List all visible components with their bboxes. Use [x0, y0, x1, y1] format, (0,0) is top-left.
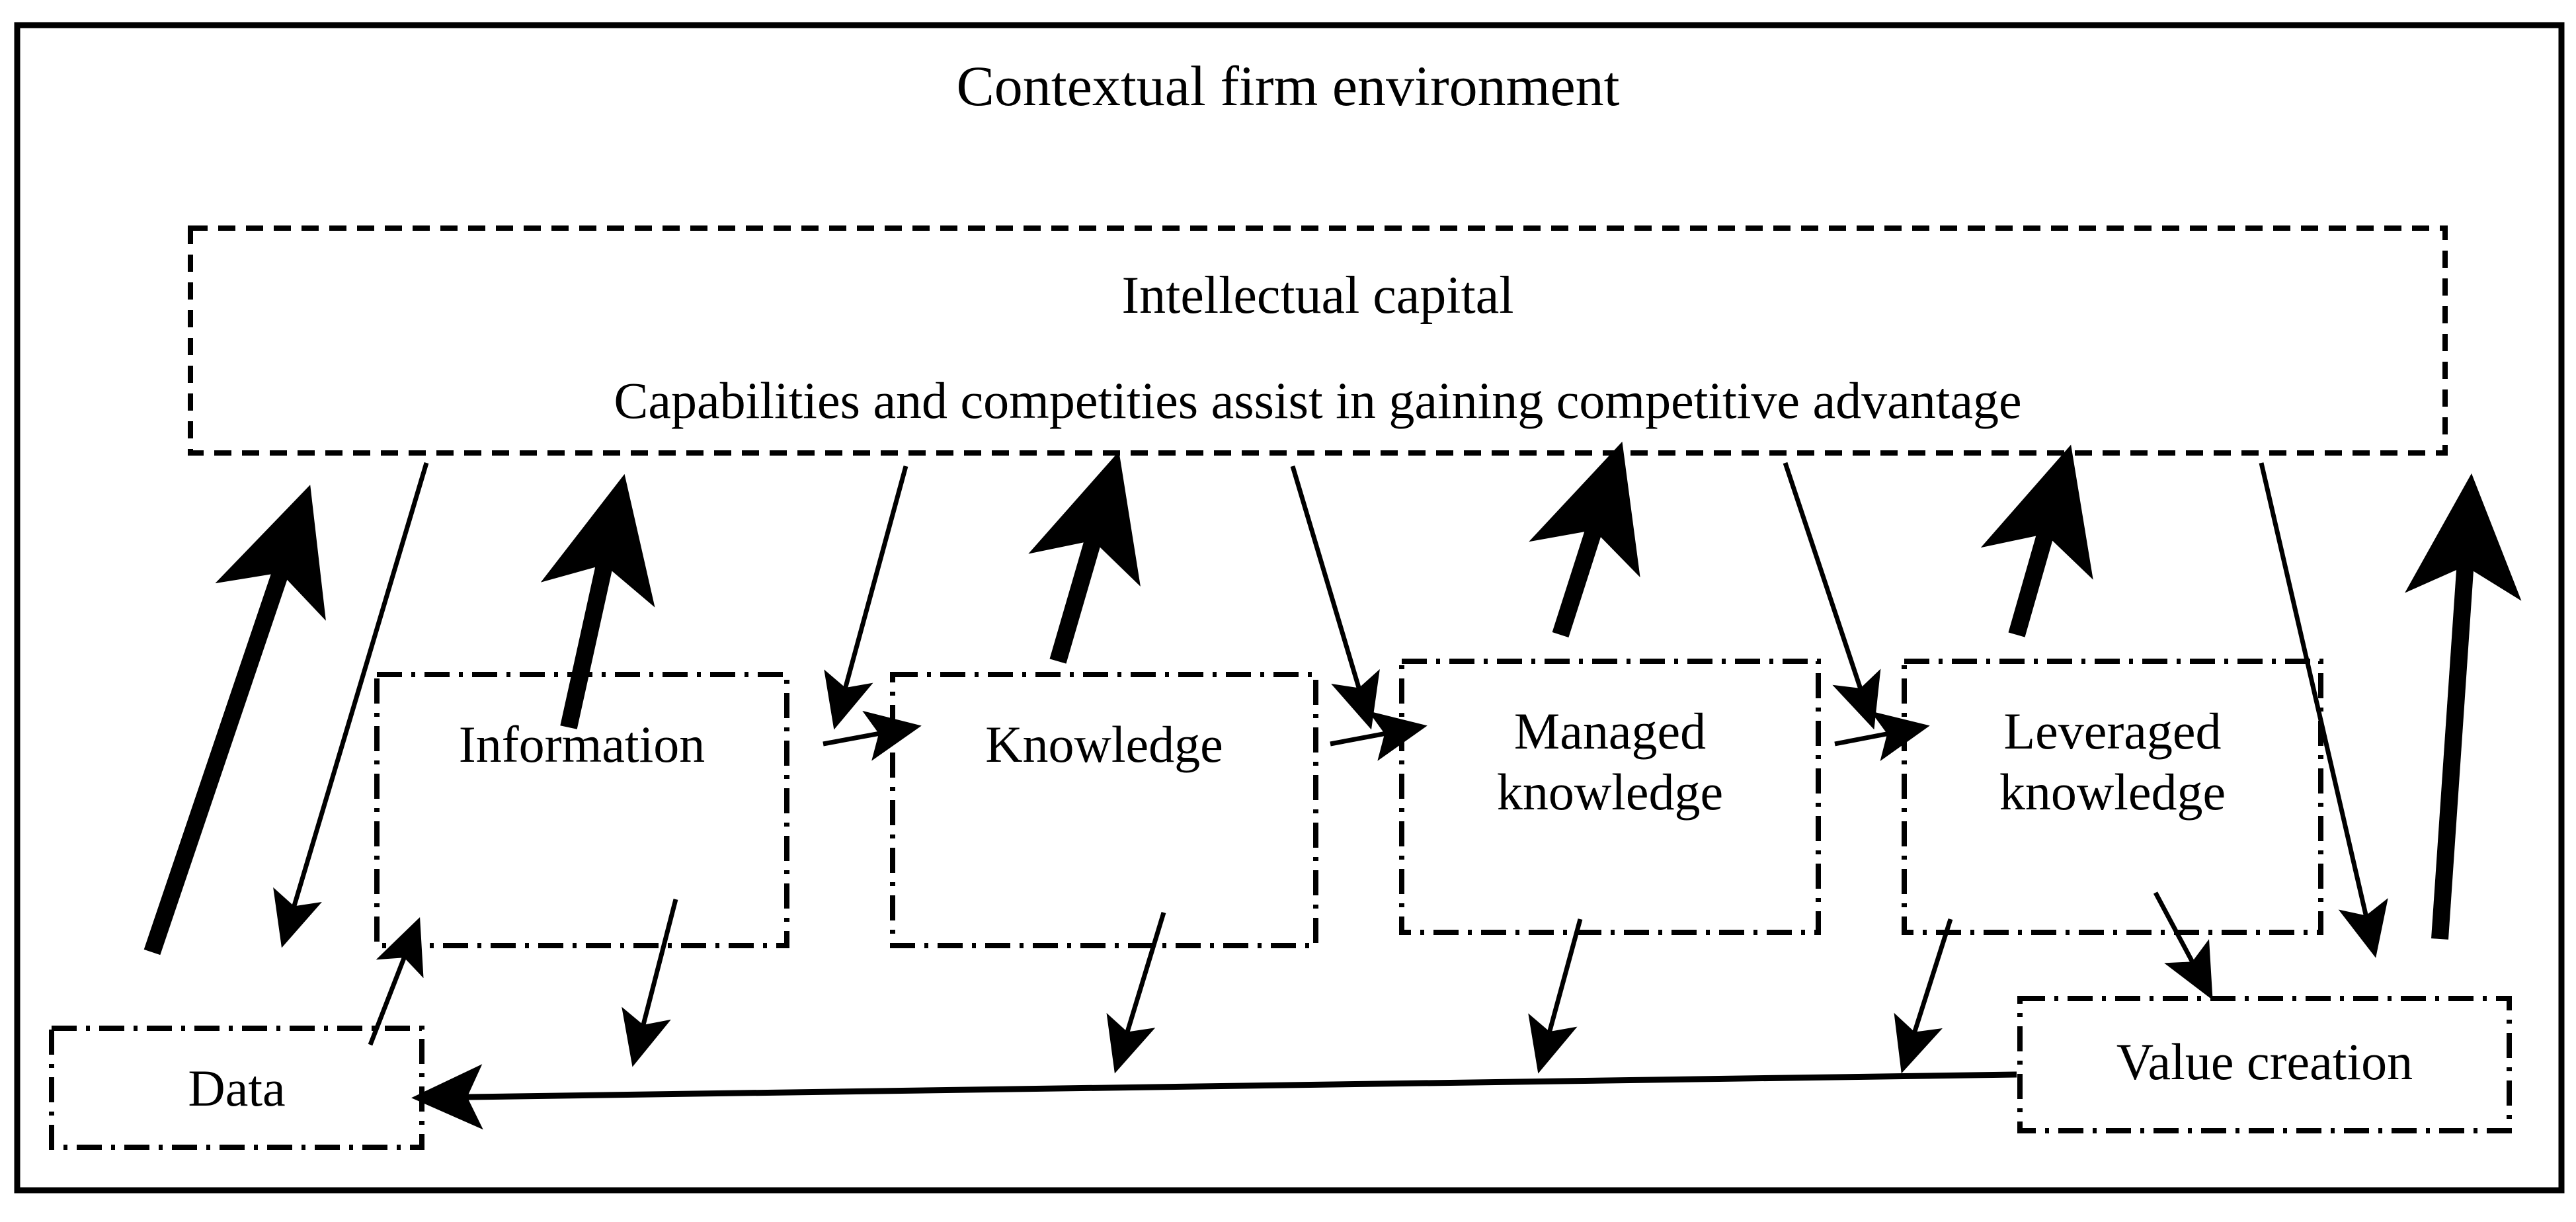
bottom-outflow-arrows: [622, 891, 2213, 1074]
managed-knowledge-box: [1399, 659, 1821, 935]
arrow-managed-to-ic-thick: [1529, 441, 1640, 637]
outer-frame: [14, 22, 2565, 1194]
arrow-leveraged-out-down: [1894, 918, 1953, 1074]
thick-up-arrows: [143, 441, 2522, 956]
node-label-data: Data: [188, 1059, 286, 1117]
arrow-data-to-information-thin: [368, 916, 424, 1046]
arrow-value-to-ic-thick: [2405, 473, 2522, 940]
node-label-value-creation: Value creation: [2116, 1033, 2413, 1090]
node-label-information: Information: [458, 715, 705, 773]
node-label-managed-knowledge: Managed knowledge: [1496, 702, 1724, 821]
arrow-information-to-ic-thick: [540, 473, 655, 729]
value-creation-box: [2017, 996, 2512, 1133]
arrow-managed-out-down: [1528, 918, 1583, 1074]
arrow-ic-to-knowledge-thin: [824, 466, 908, 730]
intellectual-capital-box: [188, 225, 2448, 456]
chain-arrows: [823, 710, 1930, 762]
arrow-ic-to-value-thin: [2259, 462, 2388, 958]
thin-up-arrows: [368, 916, 424, 1046]
arrow-knowledge-out-down: [1106, 911, 1166, 1074]
node-label-leveraged-knowledge: Leveraged knowledge: [1999, 702, 2226, 821]
arrow-ic-to-managed-thin: [1290, 465, 1380, 730]
arrow-information-out-down: [622, 899, 678, 1067]
value-to-data-return: [411, 1064, 2017, 1130]
leveraged-knowledge-box: [1902, 659, 2323, 935]
page-title: Contextual firm environment: [956, 54, 1620, 118]
knowledge-box: [890, 672, 1318, 948]
intellectual-capital-heading: Intellectual capital: [1121, 266, 1514, 325]
thin-down-arrows: [273, 462, 2388, 958]
arrow-managed-to-leveraged: [1834, 711, 1930, 762]
arrow-leveraged-to-ic-thick: [1980, 444, 2093, 637]
arrow-knowledge-to-managed: [1330, 711, 1428, 761]
arrow-ic-to-data-thin: [273, 462, 429, 948]
arrow-knowledge-to-ic-thick: [1028, 451, 1141, 664]
arrow-value-to-data-long: [411, 1064, 2017, 1130]
arrow-information-to-knowledge: [823, 710, 922, 761]
node-label-knowledge: Knowledge: [985, 715, 1223, 773]
arrow-ic-to-leveraged-thin: [1783, 462, 1881, 730]
arrow-leveraged-to-value: [2153, 891, 2213, 1000]
intellectual-capital-subheading: Capabilities and competities assist in g…: [614, 372, 2022, 429]
arrow-data-to-ic-thick: [143, 485, 326, 956]
